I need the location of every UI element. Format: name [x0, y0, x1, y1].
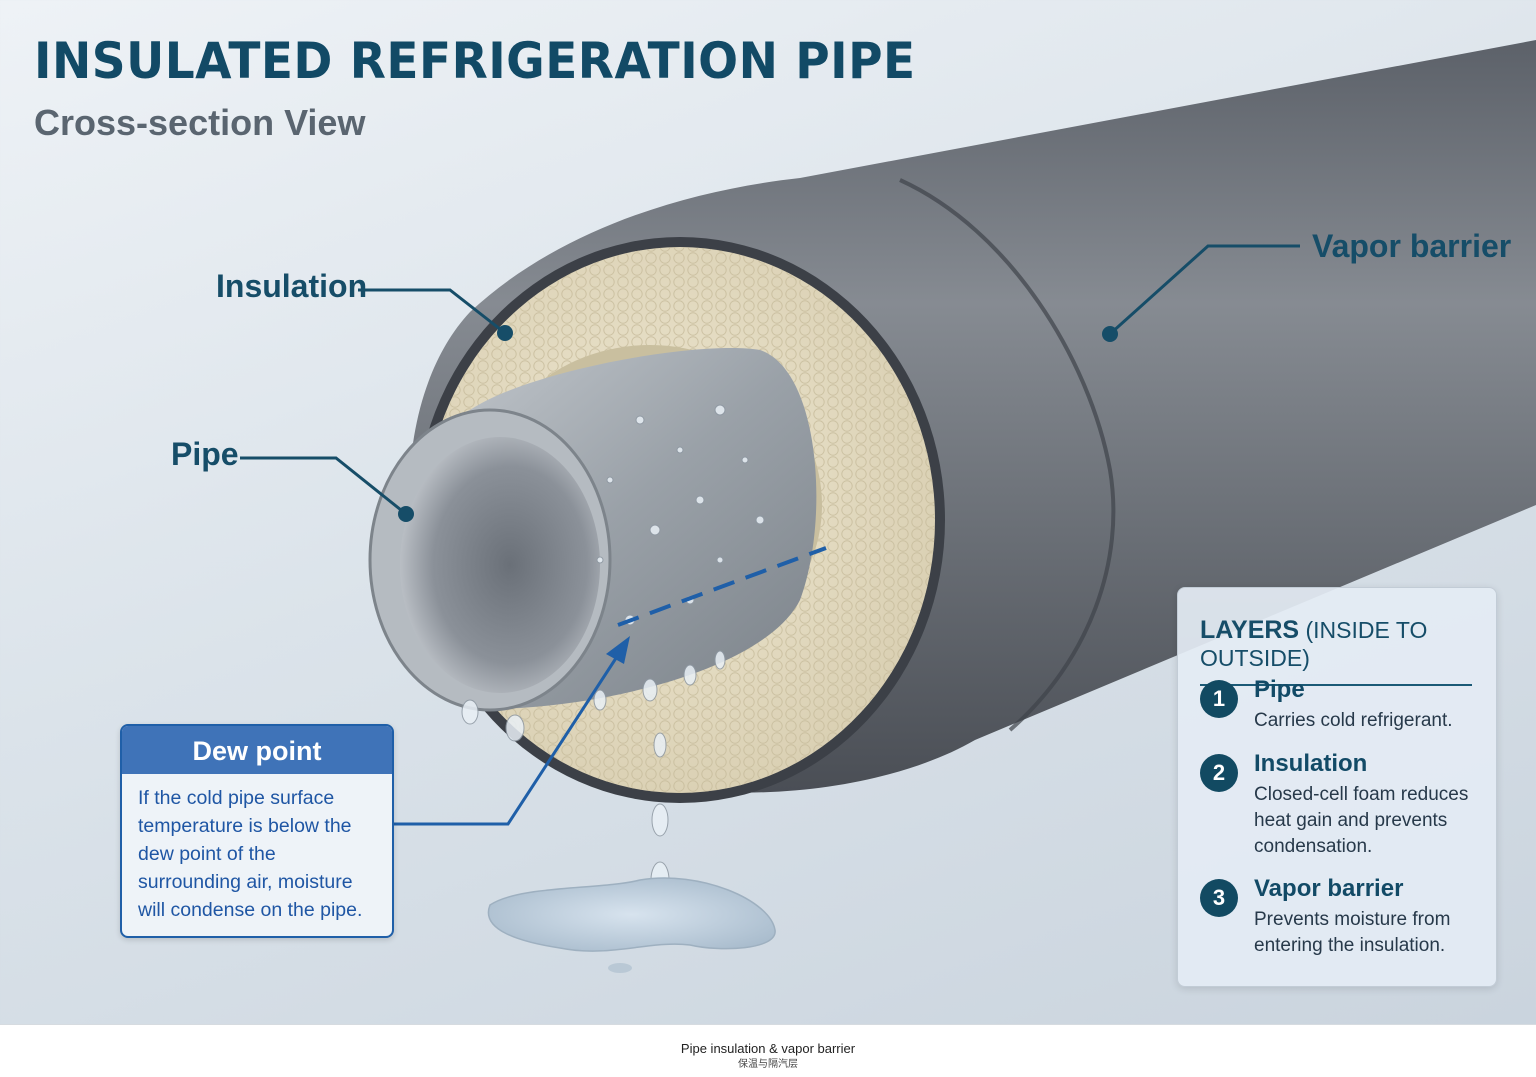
- dew-point-title: Dew point: [122, 726, 392, 774]
- caption-line-1: Pipe insulation & vapor barrier: [680, 1041, 856, 1056]
- puddle-droplet: [608, 963, 632, 973]
- callout-insulation: Insulation: [216, 268, 368, 304]
- dew-point-box: Dew point If the cold pipe surface tempe…: [120, 724, 394, 938]
- layer-number-badge: 2: [1200, 754, 1238, 792]
- dew-point-arrowhead: [606, 636, 630, 664]
- vapor-barrier-marker: [1102, 326, 1118, 342]
- vapor-barrier-leader-line: [1108, 244, 1300, 336]
- layer-title: Pipe: [1254, 676, 1305, 703]
- layers-heading-rest: (INSIDE TO OUTSIDE): [1200, 617, 1428, 671]
- layers-panel: LAYERS (INSIDE TO OUTSIDE) 1 Pipe Carrie…: [1177, 587, 1497, 987]
- water-puddle: [487, 877, 776, 952]
- page-subtitle: Cross-section View: [34, 102, 366, 143]
- page-title: INSULATED REFRIGERATION PIPE: [34, 32, 916, 90]
- layer-description: Prevents moisture from entering the insu…: [1254, 909, 1451, 956]
- caption-footer: Pipe insulation & vapor barrier 保温与隔汽层: [0, 1024, 1536, 1077]
- pipe-leader-line: [240, 456, 407, 516]
- layer-title: Vapor barrier: [1254, 875, 1404, 902]
- callout-pipe: Pipe: [171, 436, 239, 472]
- layer-number-badge: 3: [1200, 879, 1238, 917]
- layer-description: Carries cold refrigerant.: [1254, 710, 1453, 731]
- dew-point-leader-line: [392, 651, 622, 826]
- jacket-seam: [899, 178, 1116, 732]
- layers-heading: LAYERS (INSIDE TO OUTSIDE): [1200, 616, 1472, 686]
- layers-heading-bold: LAYERS: [1200, 616, 1300, 644]
- pipe-cross-section-illustration: [240, 40, 1536, 973]
- insulation-marker: [497, 325, 513, 341]
- layer-description: Closed-cell foam reduces heat gain and p…: [1254, 784, 1469, 857]
- pipe-marker: [398, 506, 414, 522]
- caption-line-2: 保温与隔汽层: [738, 1059, 798, 1070]
- callout-vapor-barrier: Vapor barrier: [1312, 228, 1512, 264]
- dew-point-text: If the cold pipe surface temperature is …: [138, 787, 363, 921]
- illustration-stage: INSULATED REFRIGERATION PIPE Cross-secti…: [34, 32, 1536, 987]
- pipe-bore: [400, 437, 600, 693]
- dew-point-dashed-line: [617, 546, 827, 627]
- layer-number-badge: 1: [1200, 680, 1238, 718]
- layer-title: Insulation: [1254, 750, 1368, 777]
- insulation-leader-line: [358, 288, 506, 335]
